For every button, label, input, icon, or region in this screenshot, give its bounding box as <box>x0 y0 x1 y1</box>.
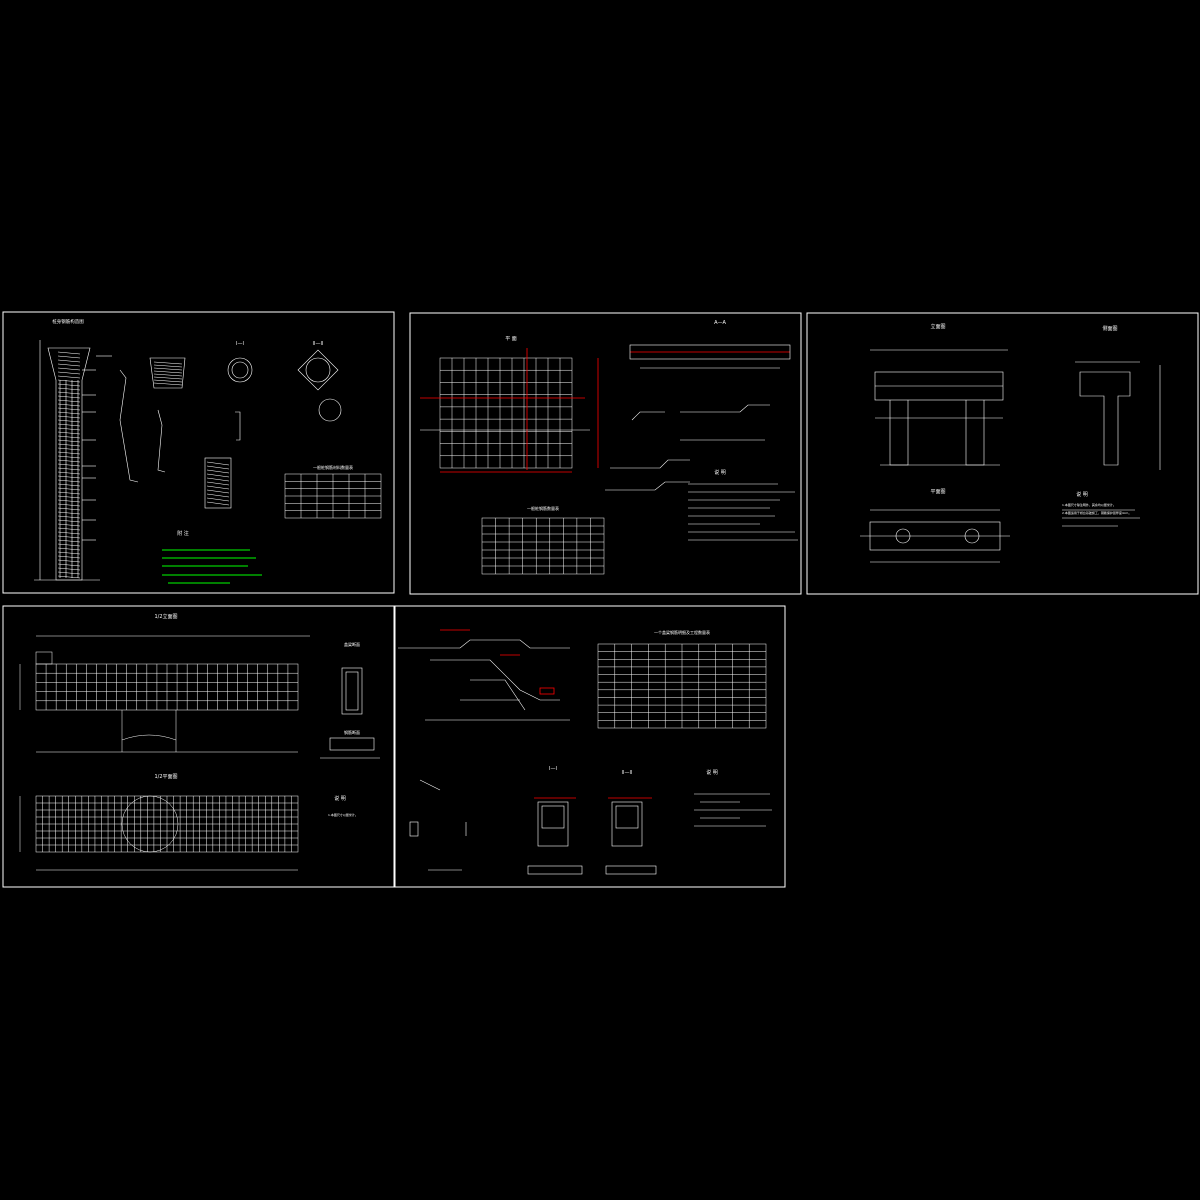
sheet-2-section-title: A—A <box>714 320 726 326</box>
sheet-5-sections <box>527 801 657 875</box>
sheet-5-table <box>597 643 767 729</box>
sheet-1-drawing <box>34 340 342 581</box>
sheet-3-notes-lines <box>1062 509 1140 527</box>
sheet-frames <box>2 311 1199 888</box>
sheet-frame-1 <box>2 311 395 594</box>
sheet-4-elevation-title: 1/2立面图 <box>154 613 177 620</box>
sheet-1-section-ii: II—II <box>313 341 324 347</box>
sheet-4-section-title: 盖梁断面 <box>344 641 360 647</box>
sheet-4-notes-title: 说 明 <box>334 795 346 802</box>
sheet-5-notes-title: 说 明 <box>706 769 718 776</box>
sheet-5-drawing <box>398 639 570 871</box>
sheet-3-drawing <box>860 349 1161 563</box>
sheet-2-red-lines <box>420 348 790 473</box>
sheet-4-sections <box>320 667 380 759</box>
sheet-4-section2-title: 钢筋断面 <box>344 729 360 735</box>
sheet-frame-4 <box>2 605 395 888</box>
sheet-1-title: 桩身钢筋构造图 <box>52 318 84 325</box>
sheet-1-table <box>284 473 382 519</box>
sheet-3-note-1: 1.本图尺寸除注明外，其余均以厘米计。 <box>1062 502 1116 507</box>
sheet-5-notes-lines <box>694 793 772 827</box>
sheet-4-plan <box>19 795 299 871</box>
sheet-2-table <box>481 517 605 575</box>
sheet-3-notes-title: 说 明 <box>1076 491 1088 498</box>
sheet-2-details <box>420 344 791 491</box>
sheet-2-notes-title: 说 明 <box>714 469 726 476</box>
sheet-2-notes-lines <box>688 483 798 541</box>
sheet-frame-5 <box>394 605 786 888</box>
sheet-1-table-title: 一根桩钢筋材料数量表 <box>313 464 353 470</box>
sheet-3-plan-title: 平面图 <box>930 489 945 495</box>
sheet-5-section-ii: II—II <box>622 770 633 776</box>
sheet-3-note-2: 2.本图适用于桥台基础施工，钢筋保护层厚度4cm。 <box>1062 510 1131 515</box>
sheet-1-green-notes <box>162 549 262 584</box>
sheet-3-side-title: 侧面图 <box>1102 325 1117 332</box>
sheet-frame-2 <box>409 312 802 595</box>
sheet-2-mesh-grid <box>439 357 573 469</box>
sheet-1-notes-title: 附 注 <box>177 530 189 537</box>
sheet-5-red-tags <box>440 629 652 799</box>
sheet-2-table-title: 一根桩钢筋数量表 <box>527 505 559 511</box>
sheet-5-section-i: I—I <box>549 766 557 772</box>
sheet-4-elevation <box>19 635 310 753</box>
sheet-5-table-title: 一个盖梁钢筋明细及工程数量表 <box>654 629 710 635</box>
sheet-frame-3 <box>806 312 1199 595</box>
sheet-4-note-1: 1.本图尺寸以厘米计。 <box>328 812 358 817</box>
sheet-3-title: 立面图 <box>930 323 945 330</box>
sheet-1-section-i: I—I <box>236 341 244 347</box>
sheet-4-plan-title: 1/2平面图 <box>154 774 177 780</box>
sheet-2-title: 平 面 <box>505 336 517 342</box>
